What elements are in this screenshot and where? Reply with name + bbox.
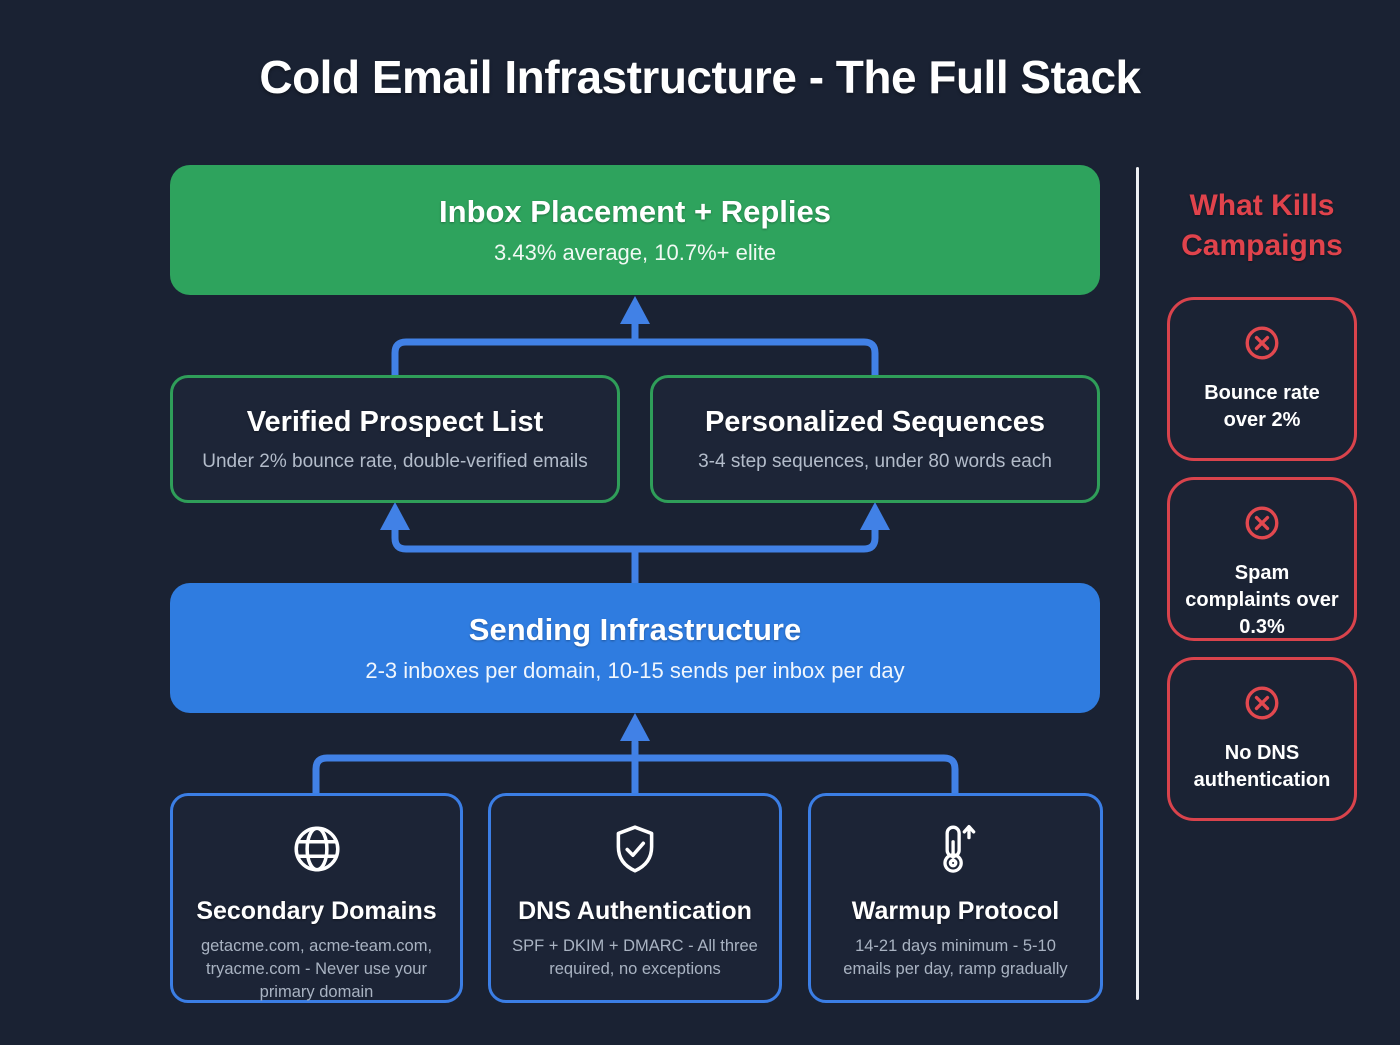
warmup-protocol-subtitle: 14-21 days minimum - 5-10 emails per day… xyxy=(843,937,1068,978)
secondary-domains-subtitle: getacme.com, acme-team.com, tryacme.com … xyxy=(200,937,433,1001)
circle-x-icon xyxy=(1243,324,1281,367)
circle-x-icon xyxy=(1243,684,1281,727)
kill-item-bounce-rate: Bounce rate over 2% xyxy=(1167,297,1357,461)
kill-item-label: Spam complaints over 0.3% xyxy=(1185,562,1339,638)
sending-infrastructure-title: Sending Infrastructure xyxy=(468,611,802,647)
dns-authentication-subtitle: SPF + DKIM + DMARC - All three required,… xyxy=(512,937,758,978)
page-title: Cold Email Infrastructure - The Full Sta… xyxy=(259,51,1141,103)
personalized-sequences-title: Personalized Sequences xyxy=(704,405,1046,438)
thermometer-up-icon xyxy=(929,822,983,881)
verified-prospect-list-title: Verified Prospect List xyxy=(246,405,544,438)
dns-authentication-box: DNS Authentication SPF + DKIM + DMARC - … xyxy=(488,793,782,1003)
kill-item-spam-complaints: Spam complaints over 0.3% xyxy=(1167,477,1357,641)
warmup-protocol-box: Warmup Protocol 14-21 days minimum - 5-1… xyxy=(808,793,1103,1003)
kill-item-no-dns-auth: No DNS authentication xyxy=(1167,657,1357,821)
inbox-placement-subtitle: 3.43% average, 10.7%+ elite xyxy=(494,240,776,266)
inbox-placement-box: Inbox Placement + Replies 3.43% average,… xyxy=(170,165,1100,295)
connector-sending-to-mid xyxy=(391,525,879,553)
sidebar-heading: What Kills Campaigns xyxy=(1181,189,1343,262)
inbox-placement-title: Inbox Placement + Replies xyxy=(439,193,831,229)
kill-item-label: Bounce rate over 2% xyxy=(1204,382,1320,431)
sending-infrastructure-box: Sending Infrastructure 2-3 inboxes per d… xyxy=(170,583,1100,713)
arrowhead-to-verified xyxy=(380,502,410,530)
sending-infrastructure-subtitle: 2-3 inboxes per domain, 10-15 sends per … xyxy=(365,658,905,684)
personalized-sequences-box: Personalized Sequences 3-4 step sequence… xyxy=(650,375,1100,503)
circle-x-icon xyxy=(1243,504,1281,547)
verified-prospect-list-subtitle: Under 2% bounce rate, double-verified em… xyxy=(202,450,588,472)
dns-authentication-title: DNS Authentication xyxy=(518,897,752,925)
globe-icon xyxy=(290,822,344,881)
arrowhead-to-green xyxy=(620,296,650,324)
connector-mid-to-top xyxy=(391,338,879,383)
secondary-domains-title: Secondary Domains xyxy=(196,897,437,925)
shield-check-icon xyxy=(608,822,662,881)
section-divider xyxy=(1136,167,1139,1000)
kill-item-label: No DNS authentication xyxy=(1193,742,1331,791)
verified-prospect-list-box: Verified Prospect List Under 2% bounce r… xyxy=(170,375,620,503)
connector-bottom-to-sending xyxy=(312,754,959,799)
secondary-domains-box: Secondary Domains getacme.com, acme-team… xyxy=(170,793,463,1003)
warmup-protocol-title: Warmup Protocol xyxy=(851,897,1060,925)
personalized-sequences-subtitle: 3-4 step sequences, under 80 words each xyxy=(698,450,1052,472)
arrowhead-to-sending xyxy=(620,713,650,741)
arrowhead-to-sequences xyxy=(860,502,890,530)
